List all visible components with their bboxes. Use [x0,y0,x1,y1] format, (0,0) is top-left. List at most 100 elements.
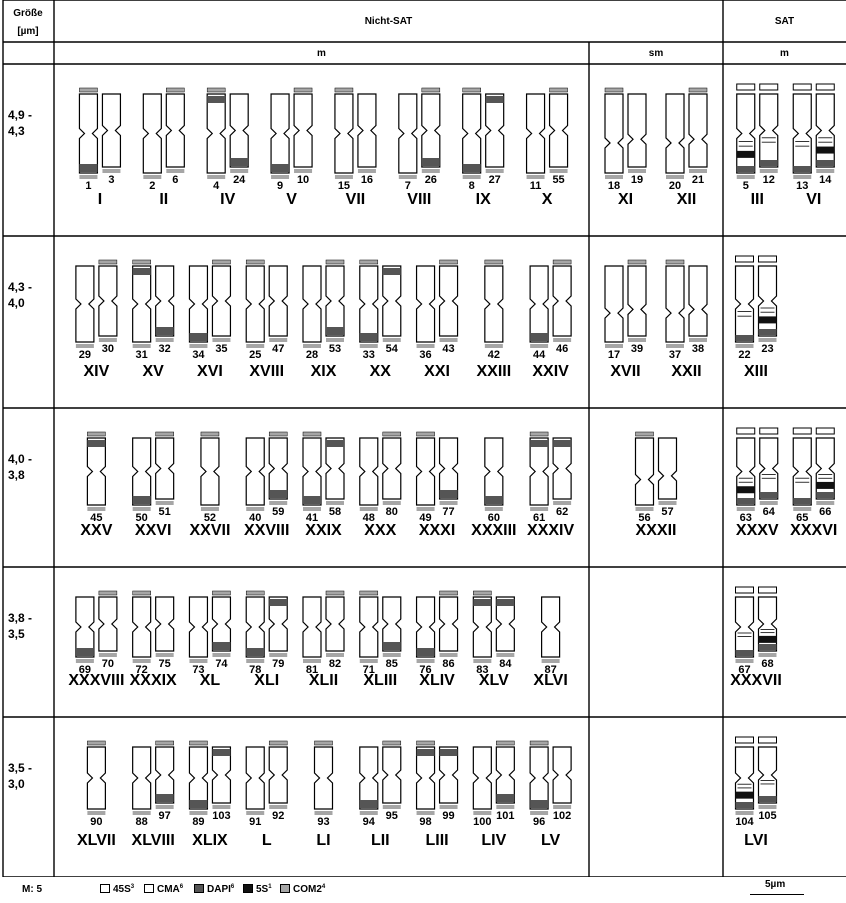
com2-signal [360,811,378,815]
5s-band [737,151,755,158]
chromosome-pair-LVI [736,737,777,815]
karyotype-label: XIX [311,363,337,380]
dapi-band [383,268,401,275]
com2-signal [212,260,230,264]
dapi-band [760,492,778,498]
type-sm-header: sm [649,48,664,59]
chromosome-pair-XVIII [246,260,287,348]
chromosome-outline [87,747,105,809]
karyotype-label: XXVIII [244,522,289,539]
karyotype-label: XXIV [532,363,569,380]
com2-signal [133,507,151,511]
com2-signal [269,741,287,745]
dapi-band [189,333,207,341]
karyotype-label: I [98,191,102,208]
com2-swatch [280,884,290,893]
com2-signal [666,344,684,348]
chromosome-outline [417,266,435,342]
chromosome-outline [759,266,777,336]
chromosome-outline [360,438,378,505]
karyotype-label: LVI [744,832,768,849]
chromosome-outline [553,438,571,499]
karyotype-label: XLIX [192,832,228,849]
chromosome-number: 27 [489,174,501,186]
nonsat-header: Nicht-SAT [365,16,413,27]
com2-signal [553,805,571,809]
legend-item-45s: 45S3 [100,884,134,895]
chromosome-pair-XLVII [87,741,105,815]
chromosome-outline [628,266,646,336]
scale-bar [750,894,804,895]
com2-signal [246,591,264,595]
chromosome-outline [99,266,117,336]
karyotype-label: VIII [407,191,431,208]
chromosome-number: 46 [556,343,568,355]
com2-signal [737,175,755,179]
chromosome-pair-XXI [417,260,458,348]
chromosome-outline [628,94,646,167]
chromosome-number: 23 [761,343,773,355]
dapi-band [759,644,777,650]
com2-signal [189,811,207,815]
size-range: 4,3 - [8,280,32,294]
chromosome-pair-XXXVII [736,587,777,663]
com2-signal [156,741,174,745]
chromosome-outline [246,438,264,505]
chromosome-outline [212,266,230,336]
dapi-band [496,599,514,606]
com2-signal [99,260,117,264]
com2-signal [79,88,97,92]
dapi-band [793,166,811,172]
legend-label-45s: 45S [113,884,131,895]
chromosome-number: 85 [386,658,398,670]
com2-signal [440,591,458,595]
chromosome-outline [530,266,548,342]
com2-signal [530,741,548,745]
karyotype-label: II [159,191,168,208]
chromosome-number: 88 [136,816,148,828]
com2-signal [156,338,174,342]
com2-signal [156,653,174,657]
com2-signal [605,88,623,92]
chromosome-number: 44 [533,349,546,361]
karyotype-label: V [286,191,297,208]
chromosome-outline [156,438,174,499]
chromosome-number: 91 [249,816,261,828]
dapi-band [269,490,287,498]
chromosome-outline [189,266,207,342]
legend-sup-cma: 6 [180,884,183,890]
com2-signal [303,659,321,663]
com2-signal [383,805,401,809]
chromosome-number: 54 [386,343,399,355]
chromosome-number: 43 [442,343,454,355]
karyotype-label: XXXIII [471,522,516,539]
com2-signal [271,175,289,179]
chromosome-number: 14 [819,174,832,186]
5s-band [759,636,777,643]
com2-signal [689,169,707,173]
karyotype-label: XXXIV [527,522,574,539]
chromosome-number: 25 [249,349,261,361]
karyotype-label: XXIII [476,363,511,380]
chromosome-outline [463,94,481,173]
karyotype-label: LI [316,832,330,849]
dapi-band [87,440,105,447]
com2-signal [246,659,264,663]
chromosome-outline [358,94,376,167]
chromosome-outline [417,747,435,809]
chromosome-outline [816,438,834,499]
size-header: Größe [13,8,43,19]
com2-signal [496,741,514,745]
chromosome-outline [76,266,94,342]
satellite [736,587,754,593]
com2-signal [473,659,491,663]
chromosome-pair-VII [335,88,376,179]
chromosome-outline [102,94,120,167]
com2-signal [246,507,264,511]
dapi-band [417,749,435,756]
scale-bar-label: 5µm [765,879,785,890]
com2-signal [383,653,401,657]
chromosome-outline [485,266,503,342]
com2-signal [636,432,654,436]
chromosome-number: 90 [90,816,102,828]
